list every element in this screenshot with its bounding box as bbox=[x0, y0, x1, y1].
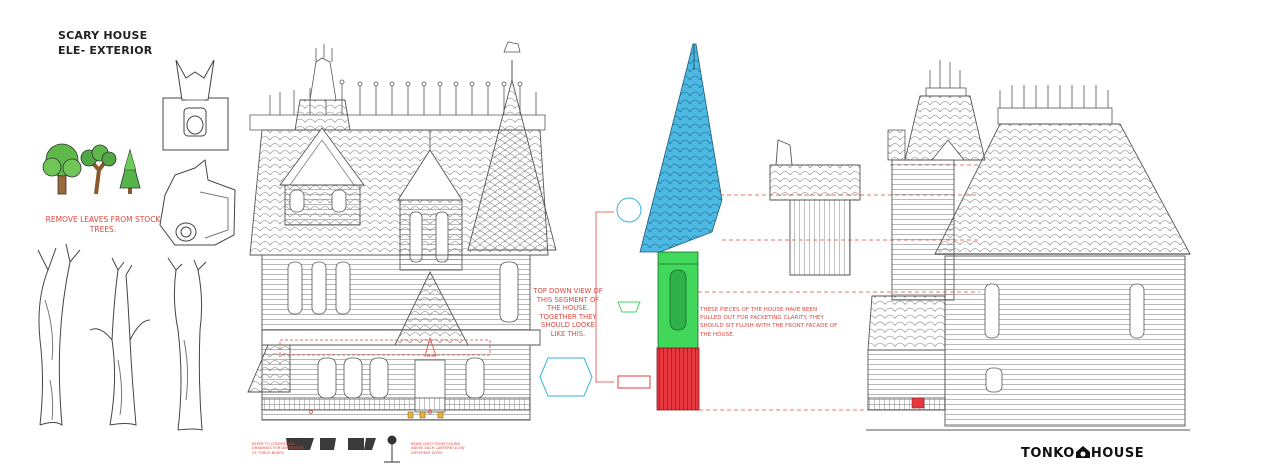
remove-leaves-note: REMOVE LEAVES FROM STOCK TREES. bbox=[45, 215, 161, 234]
upper-windows bbox=[287, 261, 519, 323]
top-down-note: TOP DOWN VIEW OF THIS SEGMENT OF THE HOU… bbox=[533, 287, 603, 338]
colored-tower-pieces bbox=[639, 43, 723, 411]
sheet-title-line1: SCARY HOUSE bbox=[58, 29, 148, 42]
gargoyle-side-view bbox=[159, 159, 236, 246]
dormer-piece bbox=[769, 139, 861, 276]
round-tree-icon bbox=[42, 143, 82, 195]
torch-box-details bbox=[286, 438, 376, 450]
side-elevation bbox=[866, 60, 1191, 431]
right-spire bbox=[467, 78, 557, 251]
pulled-pieces-note: THESE PIECES OF THE HOUSE HAVE BEEN PULL… bbox=[700, 307, 838, 338]
bare-trees-group bbox=[37, 243, 207, 431]
left-tower-roof bbox=[294, 99, 351, 131]
top-down-view bbox=[539, 197, 651, 397]
twisted-tree-icon bbox=[80, 144, 117, 195]
sheet-title-line2: ELE- EXTERIOR bbox=[58, 44, 153, 57]
torch-box-note: REFER TO CONTEXTUAL DRAWINGS FOR DIMENSI… bbox=[252, 442, 305, 455]
bare-tree-3 bbox=[167, 257, 207, 431]
tonko-house-logo: TONKO HOUSE bbox=[1021, 445, 1144, 461]
lantern-markers bbox=[407, 411, 444, 419]
logo-text-right: HOUSE bbox=[1090, 446, 1145, 461]
gargoyle-top-view bbox=[162, 59, 229, 151]
lamp-post-detail bbox=[384, 435, 400, 463]
house-logo-icon bbox=[1075, 446, 1090, 458]
bare-tree-2 bbox=[89, 257, 151, 426]
sheet-title: SCARY HOUSE ELE- EXTERIOR bbox=[58, 28, 152, 58]
red-guides bbox=[279, 336, 491, 414]
bay-top-outline bbox=[539, 357, 593, 397]
base-top-outline bbox=[617, 375, 651, 389]
bare-tree-1 bbox=[37, 243, 81, 427]
lantern-note: BEAM LIGHT FROM CEILING ABOVE EACH LANTE… bbox=[411, 442, 465, 455]
front-elevation bbox=[247, 41, 557, 421]
logo-text-left: TONKO bbox=[1021, 446, 1075, 461]
tower-top-outline bbox=[617, 301, 641, 313]
pine-tree-icon bbox=[119, 148, 141, 194]
stock-trees-group bbox=[42, 143, 141, 195]
spire-top-outline bbox=[616, 197, 642, 223]
